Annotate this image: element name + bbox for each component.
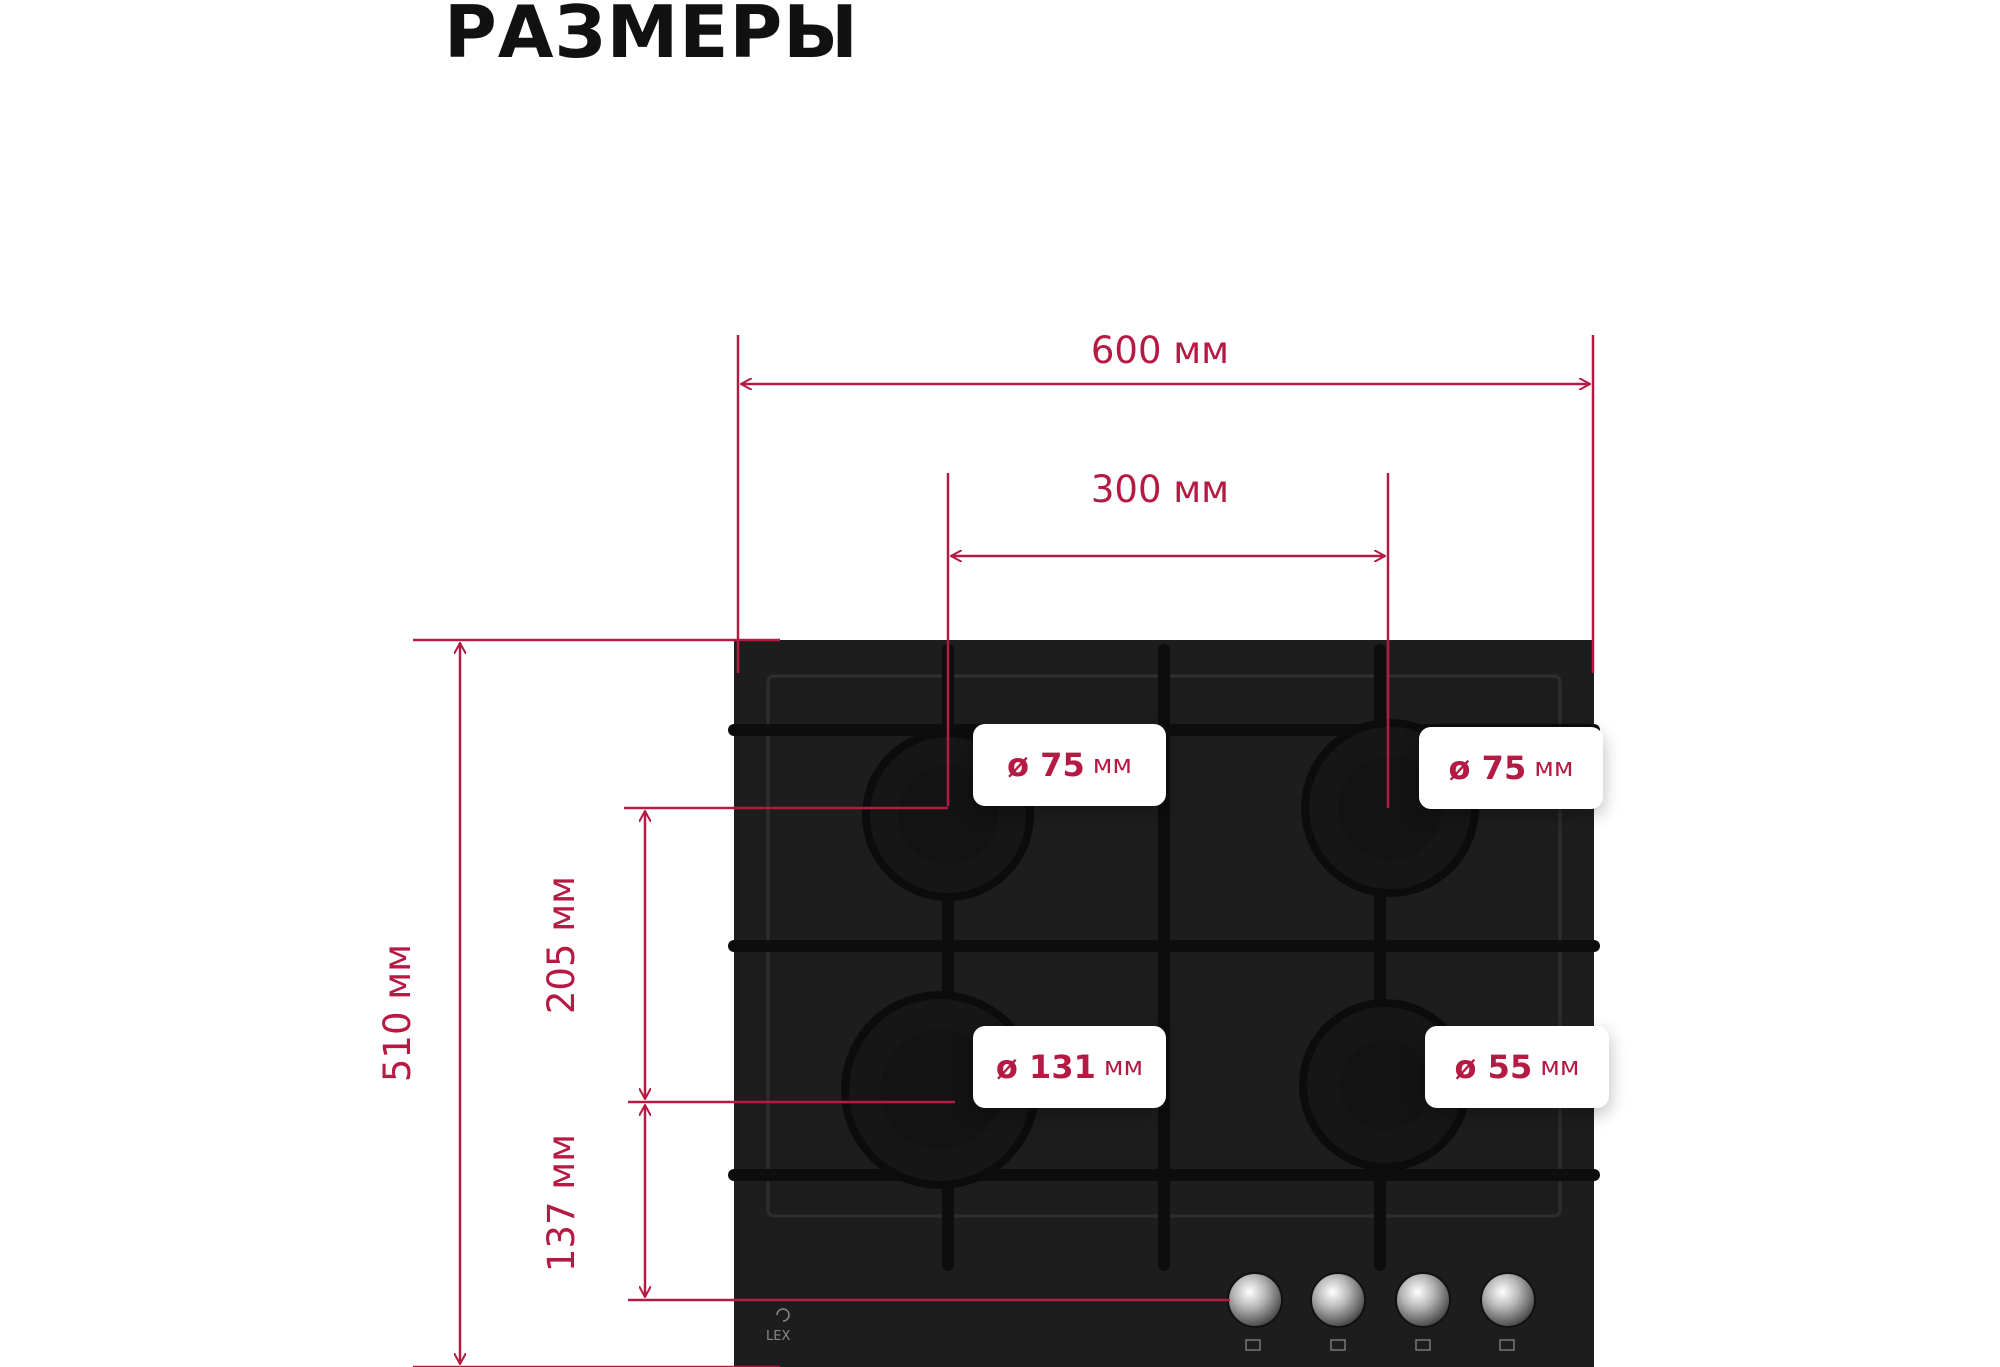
badge-unit: мм [1103, 1052, 1144, 1082]
brand-logo: LEX [766, 1308, 790, 1344]
knob[interactable] [1310, 1272, 1366, 1351]
page-title: РАЗМЕРЫ [444, 0, 859, 74]
badge-value: ø 75 [1007, 746, 1085, 784]
knob[interactable] [1480, 1272, 1536, 1351]
knob-offset-label: 137 мм [540, 1134, 583, 1272]
svg-text:LEX: LEX [766, 1329, 790, 1344]
badge-value: ø 131 [995, 1048, 1096, 1086]
badge-unit: мм [1540, 1052, 1580, 1082]
width-label: 600 мм [1091, 329, 1229, 372]
badge-value: ø 55 [1454, 1048, 1533, 1086]
depth-label: 510 мм [376, 944, 419, 1082]
badge-unit: мм [1534, 753, 1574, 783]
spacing-label: 300 мм [1091, 468, 1229, 511]
badge-value: ø 75 [1448, 749, 1527, 787]
knob[interactable] [1395, 1272, 1451, 1351]
badge-unit: мм [1092, 750, 1132, 780]
front-burner-offset-label: 205 мм [540, 876, 583, 1014]
